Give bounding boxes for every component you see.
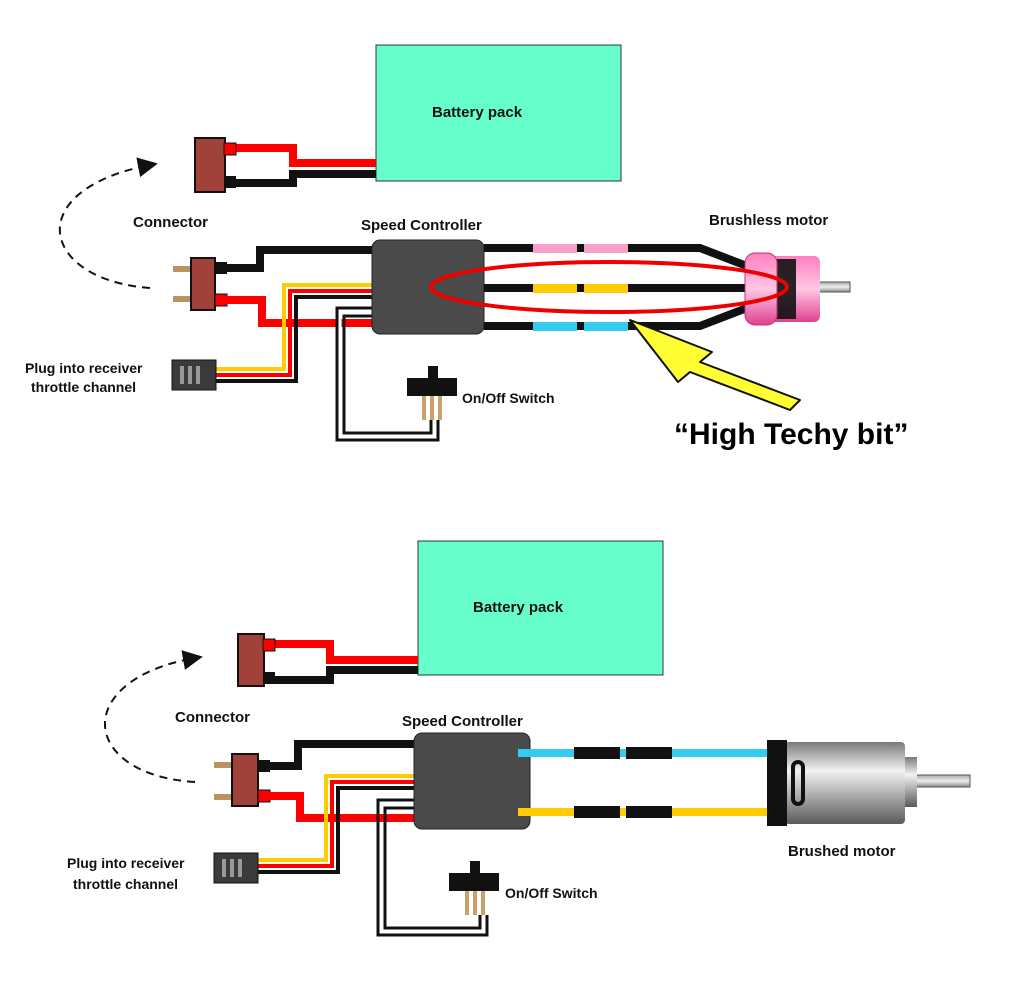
receiver-label-line2-2: throttle channel [73, 876, 178, 892]
brushed-diagram: Battery pack Connector [67, 540, 971, 937]
battery-pack-2 [417, 540, 664, 676]
phase-connectors [533, 244, 628, 331]
controller-label: Speed Controller [361, 217, 482, 234]
battery-leads-2 [271, 640, 418, 684]
switch-2 [449, 861, 499, 915]
esc-power-leads [225, 246, 372, 327]
connector-label: Connector [133, 214, 208, 231]
connect-arrow-2 [104, 650, 203, 783]
callout-text: “High Techy bit” [674, 418, 908, 451]
receiver-label-line1-2: Plug into receiver [67, 855, 185, 871]
receiver-leads [214, 283, 372, 383]
receiver-plug [171, 359, 217, 391]
speed-controller-2 [413, 732, 531, 830]
switch-leads-2 [376, 798, 489, 937]
motor-connectors [574, 747, 672, 818]
motor-label-2: Brushed motor [788, 843, 896, 860]
connect-arrow [58, 157, 158, 289]
battery-connector [194, 137, 237, 193]
switch-label-2: On/Off Switch [505, 885, 598, 901]
receiver-leads-2 [258, 774, 414, 874]
receiver-plug-2 [213, 852, 259, 884]
receiver-label-line1: Plug into receiver [25, 360, 143, 376]
battery-pack [375, 44, 622, 182]
callout-arrow [629, 319, 801, 411]
switch-leads [335, 306, 440, 442]
motor-wires [518, 749, 770, 816]
battery-connector-2 [237, 633, 276, 687]
esc-connector [173, 257, 228, 311]
battery-label-2: Battery pack [473, 599, 564, 616]
switch [407, 366, 457, 420]
motor-label: Brushless motor [709, 212, 828, 229]
brushless-motor [744, 252, 851, 326]
highlight-ellipse [429, 260, 789, 314]
brushless-diagram: Battery pack Connector [25, 44, 908, 451]
speed-controller [371, 239, 485, 335]
receiver-label-line2: throttle channel [31, 379, 136, 395]
esc-connector-2 [214, 753, 271, 807]
esc-power-leads-2 [268, 740, 414, 822]
connector-label-2: Connector [175, 709, 250, 726]
battery-label: Battery pack [432, 104, 523, 121]
brushed-motor [767, 740, 971, 826]
battery-leads [232, 144, 376, 187]
controller-label-2: Speed Controller [402, 713, 523, 730]
switch-label: On/Off Switch [462, 390, 555, 406]
